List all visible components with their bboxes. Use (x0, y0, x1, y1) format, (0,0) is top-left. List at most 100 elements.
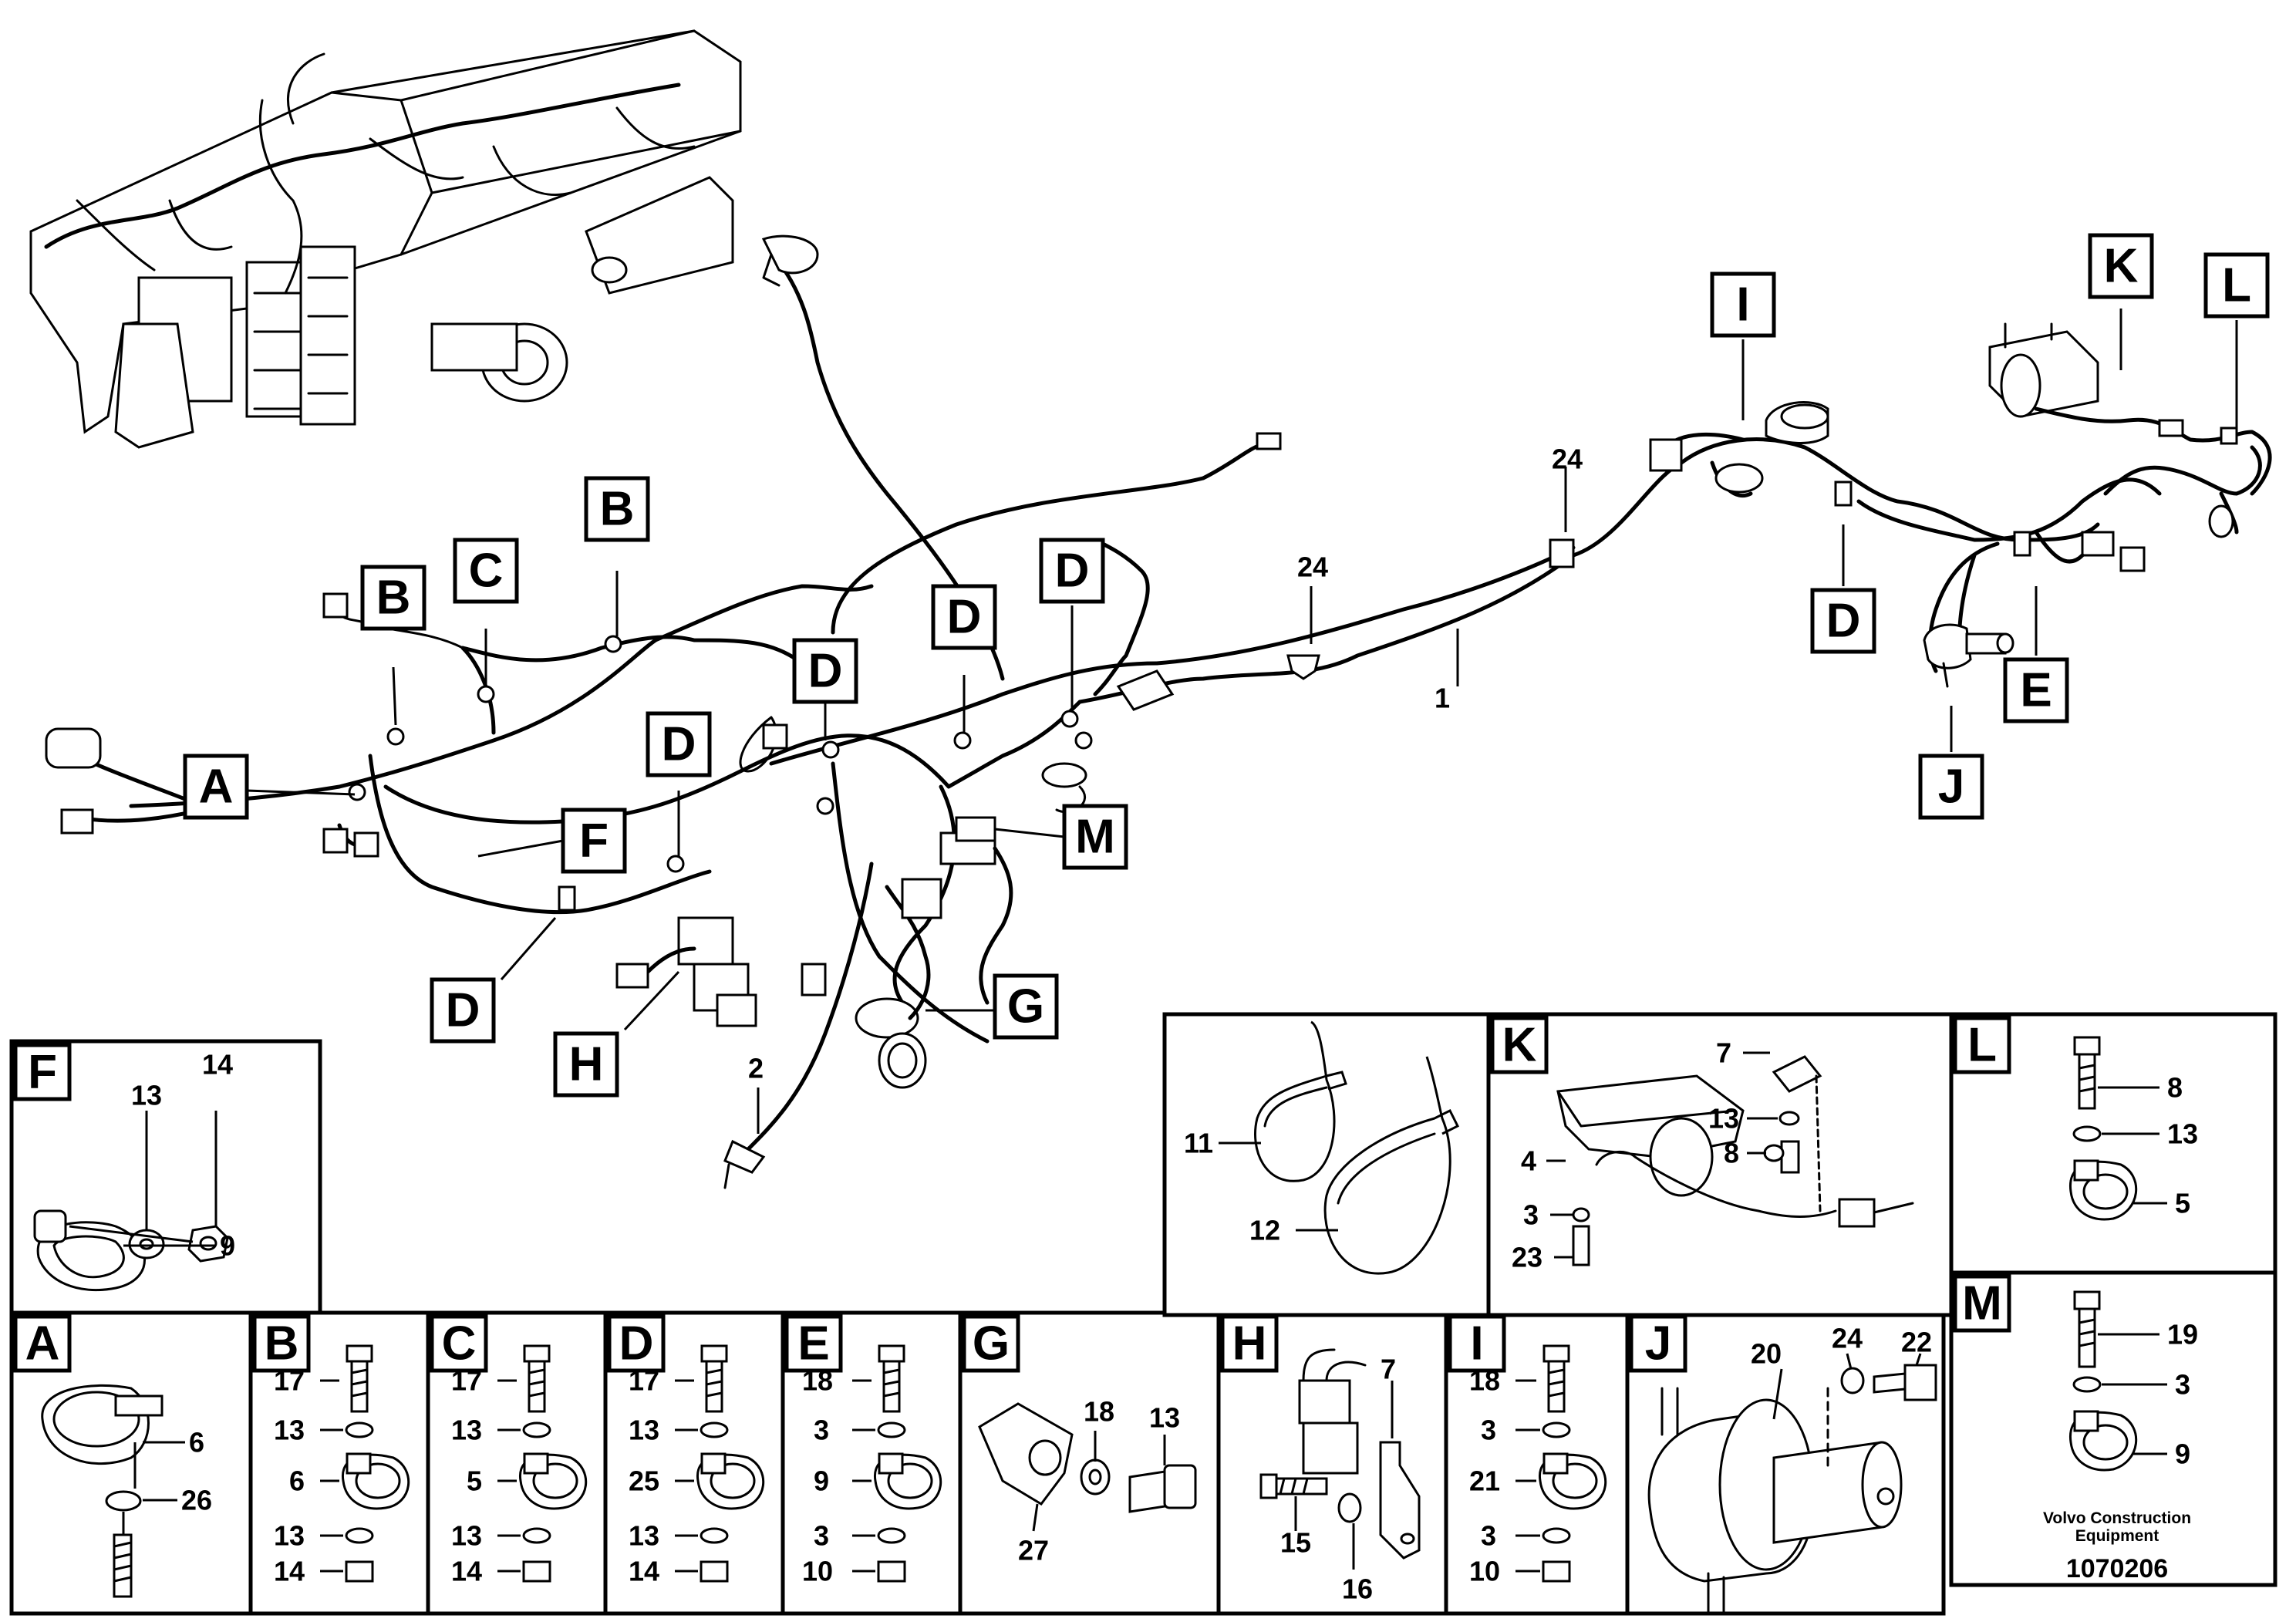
detail-i: I 18 3 21 3 10 (1444, 1310, 1630, 1616)
svg-text:13: 13 (274, 1520, 305, 1552)
svg-text:12: 12 (1249, 1215, 1280, 1246)
svg-text:D: D (808, 645, 843, 698)
detail-f: F 13 14 9 (9, 1039, 322, 1315)
svg-text:3: 3 (814, 1415, 829, 1446)
svg-text:21: 21 (1469, 1465, 1500, 1497)
svg-text:10: 10 (802, 1556, 833, 1587)
svg-text:3: 3 (1481, 1520, 1496, 1552)
svg-text:G: G (973, 1317, 1010, 1371)
svg-text:13: 13 (2167, 1118, 2198, 1150)
callout-h: H (553, 1031, 619, 1098)
svg-text:7: 7 (1381, 1354, 1396, 1385)
svg-text:J: J (1645, 1317, 1671, 1371)
bolt-stack-c (518, 1344, 588, 1583)
svg-text:13: 13 (451, 1415, 482, 1446)
svg-text:17: 17 (274, 1365, 305, 1397)
svg-text:14: 14 (629, 1556, 659, 1587)
svg-text:3: 3 (2175, 1369, 2190, 1401)
svg-text:D: D (662, 718, 696, 771)
svg-text:13: 13 (629, 1415, 659, 1446)
svg-text:18: 18 (1469, 1365, 1500, 1397)
svg-text:16: 16 (1342, 1573, 1373, 1605)
svg-text:13: 13 (451, 1520, 482, 1552)
svg-text:9: 9 (814, 1465, 829, 1497)
svg-text:22: 22 (1901, 1327, 1932, 1358)
svg-text:18: 18 (802, 1365, 833, 1397)
callout-f: F (561, 808, 627, 874)
svg-text:F: F (28, 1046, 57, 1099)
svg-text:17: 17 (451, 1365, 482, 1397)
part-number-24-b: 24 (1552, 443, 1583, 475)
callout-d-right: D (1810, 588, 1876, 654)
svg-text:L: L (1967, 1019, 1997, 1072)
svg-text:17: 17 (629, 1365, 659, 1397)
svg-text:7: 7 (1716, 1037, 1731, 1069)
callout-g: G (993, 973, 1059, 1040)
detail-k: K 7 13 8 4 3 23 (1486, 1012, 1954, 1317)
svg-text:C: C (469, 545, 504, 598)
svg-text:25: 25 (629, 1465, 659, 1497)
detail-j: J 20 24 22 (1625, 1310, 1946, 1616)
svg-text:L: L (2222, 259, 2251, 312)
callout-d-top: D (1039, 538, 1105, 604)
svg-text:A: A (25, 1317, 60, 1371)
svg-text:9: 9 (2175, 1438, 2190, 1470)
svg-text:5: 5 (467, 1465, 482, 1497)
callout-l: L (2203, 252, 2270, 319)
svg-text:M: M (1962, 1277, 2002, 1330)
callout-d-right-center: D (931, 584, 997, 650)
callout-d-center: D (792, 638, 858, 704)
part-number-1: 1 (1435, 683, 1450, 714)
svg-text:13: 13 (131, 1080, 162, 1111)
svg-text:D: D (1055, 545, 1090, 598)
callout-d-bottom-left: D (430, 977, 496, 1044)
svg-text:9: 9 (220, 1230, 235, 1262)
svg-text:K: K (2104, 240, 2139, 293)
svg-text:27: 27 (1018, 1535, 1049, 1566)
callout-e: E (2003, 657, 2069, 723)
main-harness (45, 234, 2272, 1189)
detail-d: D 17 13 25 13 14 (603, 1310, 785, 1616)
callout-c: C (453, 538, 519, 604)
detail-m: M 19 3 9 (1949, 1270, 2277, 1587)
footer-info: Volvo Construction Equipment 1070206 (2043, 1509, 2191, 1583)
detail-g: G 18 13 27 (958, 1310, 1221, 1616)
company-name-line1: Volvo Construction (2043, 1509, 2191, 1527)
svg-text:3: 3 (1523, 1199, 1539, 1231)
svg-text:14: 14 (274, 1556, 305, 1587)
callout-k: K (2088, 233, 2154, 299)
detail-c: C 17 13 5 13 14 (426, 1310, 608, 1616)
callout-d-mid: D (646, 711, 712, 777)
callout-m: M (1062, 804, 1128, 870)
svg-text:11: 11 (1184, 1128, 1213, 1159)
svg-text:A: A (199, 760, 234, 814)
bolt-stack-e (873, 1344, 942, 1583)
svg-text:15: 15 (1280, 1527, 1311, 1559)
svg-text:23: 23 (1512, 1242, 1542, 1273)
svg-text:H: H (569, 1038, 604, 1091)
svg-text:8: 8 (1724, 1138, 1739, 1169)
callout-i: I (1710, 271, 1776, 338)
document-number: 1070206 (2066, 1554, 2168, 1583)
svg-text:B: B (600, 483, 635, 536)
svg-text:I: I (1470, 1317, 1483, 1371)
svg-text:D: D (947, 591, 982, 644)
bolt-stack-b (341, 1344, 410, 1583)
callout-leaders (246, 309, 2238, 1134)
svg-text:18: 18 (1084, 1396, 1114, 1428)
svg-text:26: 26 (181, 1485, 212, 1516)
svg-text:10: 10 (1469, 1556, 1500, 1587)
svg-text:3: 3 (1481, 1415, 1496, 1446)
svg-text:20: 20 (1751, 1338, 1782, 1370)
svg-text:B: B (265, 1317, 299, 1371)
svg-text:24: 24 (1832, 1323, 1863, 1354)
svg-text:14: 14 (202, 1049, 233, 1081)
machine-frame-illustration (29, 29, 742, 449)
svg-text:G: G (1007, 980, 1044, 1034)
svg-text:6: 6 (189, 1427, 204, 1458)
svg-text:3: 3 (814, 1520, 829, 1552)
svg-text:I: I (1736, 278, 1749, 332)
svg-text:5: 5 (2175, 1188, 2190, 1219)
